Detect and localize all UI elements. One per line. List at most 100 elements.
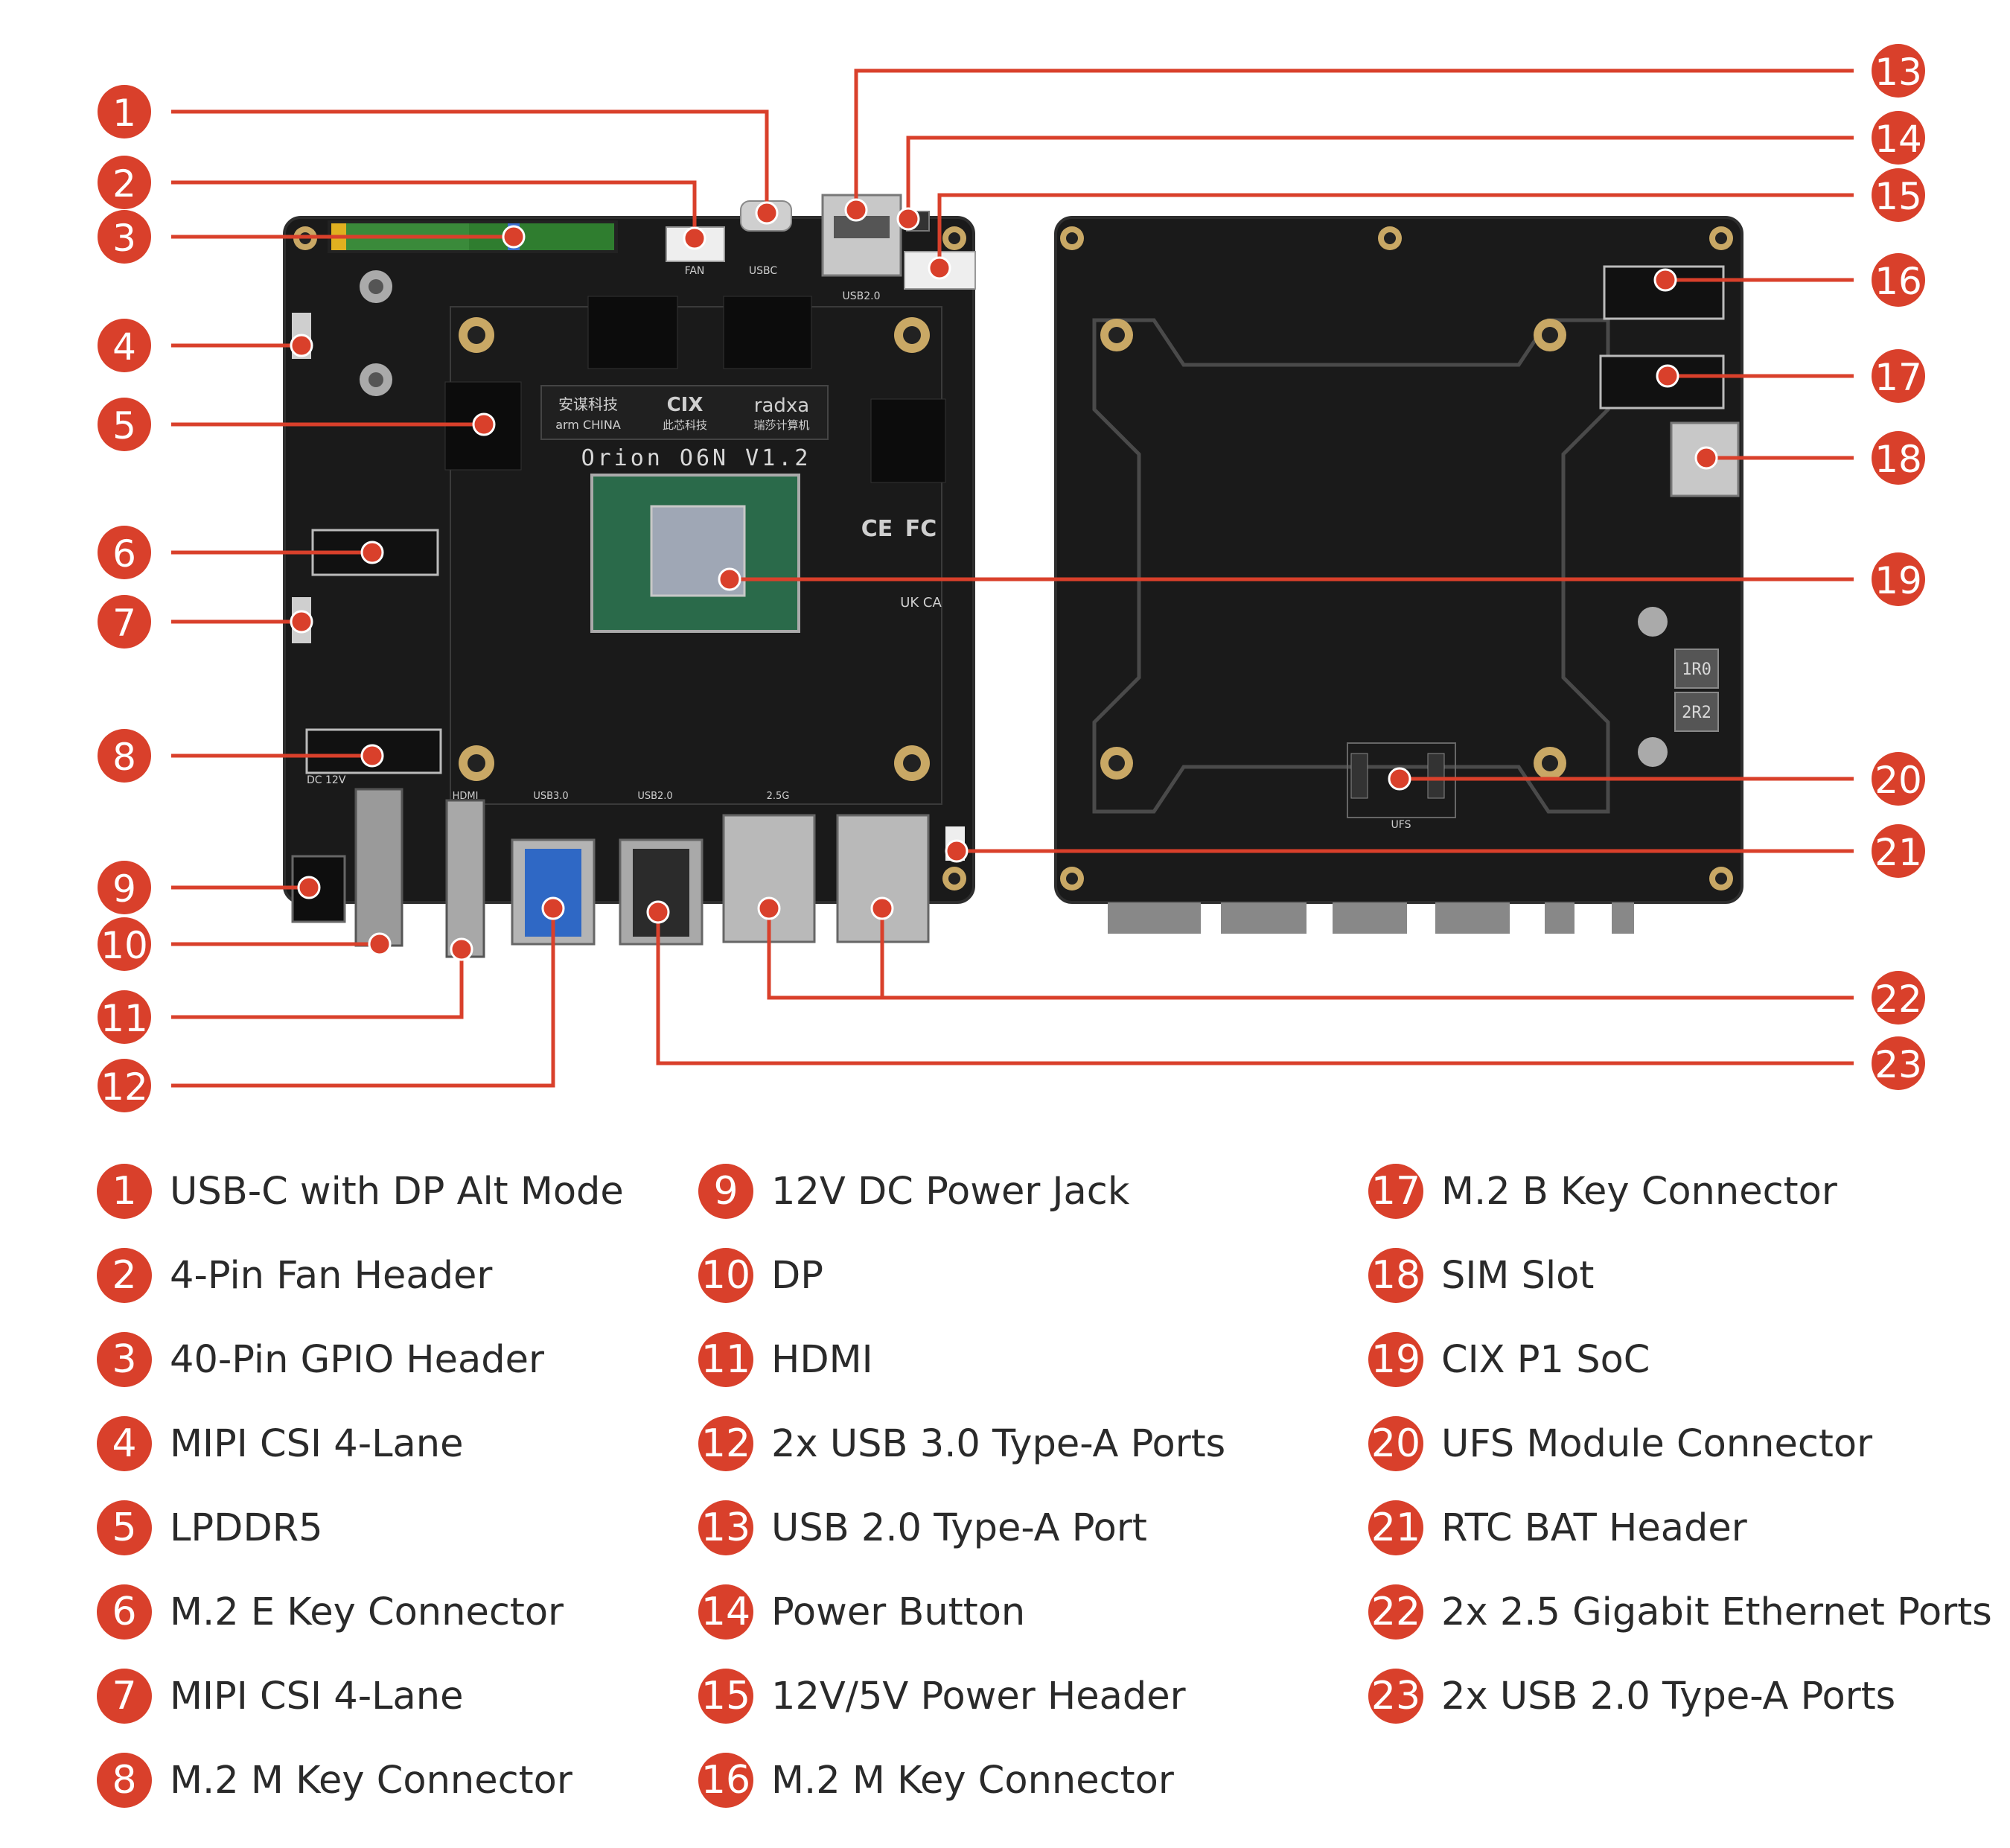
leader-target-dot xyxy=(450,937,473,961)
legend-label: LPDDR5 xyxy=(170,1506,323,1550)
callout-circle-19 xyxy=(1872,552,1925,606)
legend-badge: 17 xyxy=(1368,1164,1423,1219)
port-label-hdmi: HDMI xyxy=(453,791,479,802)
callout-circle-20 xyxy=(1872,752,1925,806)
legend-item-12: 12 2x USB 3.0 Type-A Ports xyxy=(698,1414,1225,1473)
callout-circle-12 xyxy=(98,1059,151,1112)
callout-number-2: 2 xyxy=(112,162,136,205)
callout-number-1: 1 xyxy=(112,92,136,135)
leader-line xyxy=(854,68,1854,210)
leader-line xyxy=(171,180,697,238)
board-front: 安谋科技 arm CHINA CIX 此芯科技 radxa 瑞莎计算机 Orio… xyxy=(283,194,976,958)
board-diagram: 安谋科技 arm CHINA CIX 此芯科技 radxa 瑞莎计算机 Orio… xyxy=(98,44,1925,1112)
legend-label: M.2 M Key Connector xyxy=(170,1758,572,1803)
legend-label: USB 2.0 Type-A Port xyxy=(771,1506,1147,1550)
legend-label: 4-Pin Fan Header xyxy=(170,1253,493,1298)
legend-label: 12V/5V Power Header xyxy=(771,1674,1186,1718)
board-back: 1R0 2R2 UFS xyxy=(1054,216,1743,934)
soc xyxy=(590,474,800,633)
callout-circle-3 xyxy=(98,210,151,264)
lpddr5-chip-4 xyxy=(870,398,946,483)
legend-badge: 22 xyxy=(1368,1584,1423,1640)
callout-number-4: 4 xyxy=(112,325,136,369)
legend-item-8: 8 M.2 M Key Connector xyxy=(97,1750,572,1810)
legend-badge: 7 xyxy=(97,1669,152,1724)
legend-badge: 18 xyxy=(1368,1248,1423,1303)
callout-number-18: 18 xyxy=(1875,438,1922,481)
hdmi-port xyxy=(445,799,485,958)
leader-line xyxy=(937,193,1854,268)
legend-label: DP xyxy=(771,1253,824,1298)
callout-circle-8 xyxy=(98,729,151,783)
legend-badge: 20 xyxy=(1368,1416,1423,1471)
legend-badge: 16 xyxy=(698,1753,753,1808)
legend-item-4: 4 MIPI CSI 4-Lane xyxy=(97,1414,464,1473)
callout-number-7: 7 xyxy=(112,602,136,645)
legend-label: MIPI CSI 4-Lane xyxy=(170,1421,464,1466)
leader-target-dot xyxy=(844,198,868,222)
leader-target-dot xyxy=(683,226,706,250)
legend-label: 2x USB 3.0 Type-A Ports xyxy=(771,1421,1226,1466)
callout-circle-4 xyxy=(98,319,151,372)
callout-number-11: 11 xyxy=(100,997,148,1040)
callout-number-17: 17 xyxy=(1875,356,1922,399)
callout-number-6: 6 xyxy=(112,532,136,576)
callout-number-12: 12 xyxy=(100,1065,148,1109)
legend-badge: 1 xyxy=(97,1164,152,1219)
cert-ukca: UK CA xyxy=(900,595,942,611)
port-label-usb2: USB2.0 xyxy=(842,290,880,302)
logo-radxa: radxa xyxy=(754,395,809,417)
leader-line xyxy=(906,136,1854,219)
leader-target-dot xyxy=(368,932,392,956)
port-label-fan: FAN xyxy=(685,265,705,277)
callout-circle-7 xyxy=(98,595,151,649)
legend-badge: 21 xyxy=(1368,1500,1423,1555)
port-label-usb2-bottom: USB2.0 xyxy=(637,791,672,802)
legend-badge: 11 xyxy=(698,1332,753,1387)
leader-target-dot xyxy=(1656,364,1679,388)
logo-cix: CIX xyxy=(667,394,704,416)
port-label-eth: 2.5G xyxy=(767,791,790,802)
legend-label: Power Button xyxy=(771,1590,1026,1634)
legend-badge: 8 xyxy=(97,1753,152,1808)
leader-line xyxy=(656,912,1854,1065)
callout-number-16: 16 xyxy=(1875,260,1922,303)
callout-number-22: 22 xyxy=(1875,978,1922,1021)
callout-circle-15 xyxy=(1872,168,1925,222)
callout-circle-2 xyxy=(98,156,151,209)
leader-target-dot xyxy=(502,225,526,249)
leader-target-dot xyxy=(360,541,384,564)
leader-line xyxy=(171,949,464,1019)
leader-target-dot xyxy=(896,207,920,231)
legend-label: M.2 M Key Connector xyxy=(771,1758,1174,1803)
leader-target-dot xyxy=(290,334,313,357)
legend-badge: 4 xyxy=(97,1416,152,1471)
legend-badge: 6 xyxy=(97,1584,152,1640)
back-port-2 xyxy=(1221,902,1306,934)
callout-circle-21 xyxy=(1872,824,1925,878)
legend-badge: 12 xyxy=(698,1416,753,1471)
legend-badge: 10 xyxy=(698,1248,753,1303)
lpddr5-chip-2 xyxy=(723,296,812,369)
callout-number-10: 10 xyxy=(100,924,148,967)
legend-label: 40-Pin GPIO Header xyxy=(170,1337,545,1382)
logo-arm-china-en: arm CHINA xyxy=(555,418,621,432)
legend-label: CIX P1 SoC xyxy=(1441,1337,1650,1382)
ufs-label: UFS xyxy=(1391,819,1411,831)
back-port-5 xyxy=(1545,902,1574,934)
callout-number-21: 21 xyxy=(1875,831,1922,874)
leader-target-dot xyxy=(718,567,741,591)
callout-circle-22 xyxy=(1872,971,1925,1025)
legend-label: USB-C with DP Alt Mode xyxy=(170,1169,624,1214)
legend-badge: 9 xyxy=(698,1164,753,1219)
back-port-1 xyxy=(1108,902,1201,934)
